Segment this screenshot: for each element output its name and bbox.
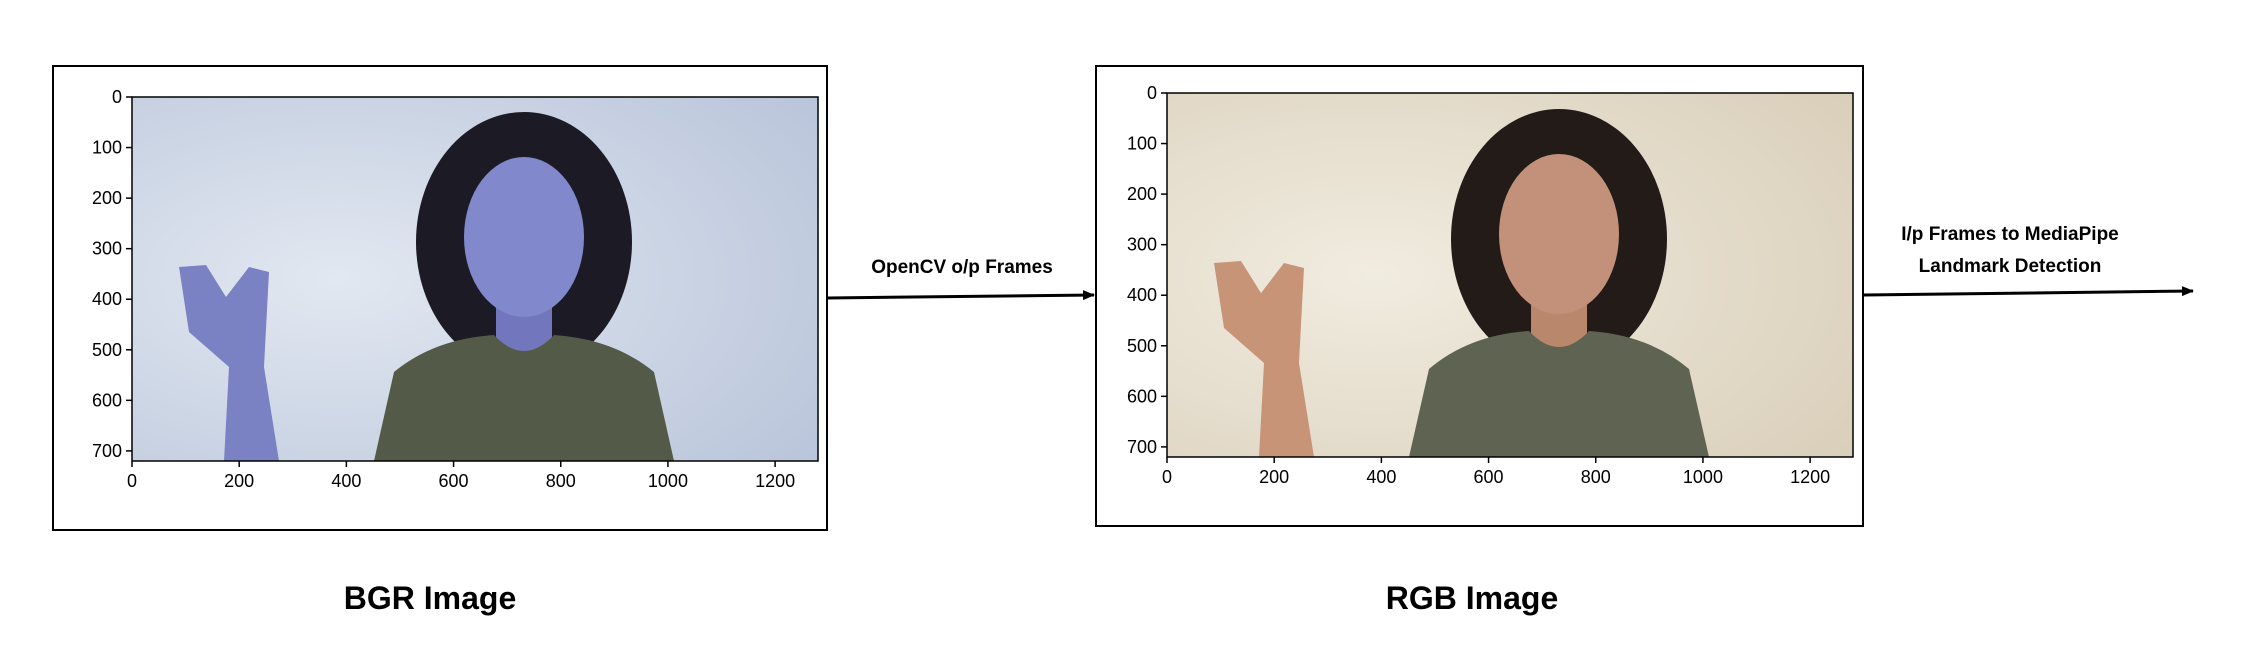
bgr-y-tick-label: 200 xyxy=(92,188,122,208)
rgb-y-tick-label: 100 xyxy=(1127,134,1157,154)
rgb-y-tick-label: 500 xyxy=(1127,336,1157,356)
bgr-axes-frame xyxy=(131,96,819,462)
bgr-photo xyxy=(132,97,818,461)
opencv-output-label: OpenCV o/p Frames xyxy=(871,257,1053,278)
bgr-x-tick-label: 400 xyxy=(331,471,361,491)
rgb-axes: 0 200 400 600 800 1000 1200 0 100 200 300 400 500 600… xyxy=(1127,83,1854,487)
bgr-x-tick-label: 1000 xyxy=(648,471,688,491)
rgb-y-tick-label: 400 xyxy=(1127,285,1157,305)
rgb-x-tick-label: 1200 xyxy=(1790,467,1830,487)
rgb-axes-frame xyxy=(1166,92,1854,458)
mediapipe-label-line1: I/p Frames to MediaPipe xyxy=(1901,224,2119,245)
bgr-y-tick-label: 100 xyxy=(92,138,122,158)
bgr-y-tick-label: 600 xyxy=(92,390,122,410)
mediapipe-input-label: I/p Frames to MediaPipe Landmark Detecti… xyxy=(1870,219,2150,283)
rgb-y-tick-label: 0 xyxy=(1147,83,1157,103)
rgb-y-tick-label: 200 xyxy=(1127,184,1157,204)
bgr-x-tick-label: 0 xyxy=(127,471,137,491)
rgb-image-panel: 0 200 400 600 800 1000 1200 0 100 200 300 400 500 600… xyxy=(1095,65,1864,527)
rgb-image-caption: RGB Image xyxy=(1385,580,1559,616)
bgr-y-tick-label: 300 xyxy=(92,239,122,259)
bgr-plot: 0 200 400 600 800 1000 1200 0 100 200 300 400 500 600… xyxy=(92,87,819,491)
mediapipe-label-line2: Landmark Detection xyxy=(1918,256,2102,277)
bgr-x-tick-label: 600 xyxy=(439,471,469,491)
bgr-x-tick-label: 1200 xyxy=(755,471,795,491)
rgb-y-tick-label: 600 xyxy=(1127,386,1157,406)
bgr-y-tick-label: 700 xyxy=(92,441,122,461)
rgb-x-tick-label: 400 xyxy=(1366,467,1396,487)
rgb-y-tick-label: 300 xyxy=(1127,235,1157,255)
bgr-y-tick-label: 400 xyxy=(92,289,122,309)
rgb-x-tick-label: 600 xyxy=(1474,467,1504,487)
bgr-y-tick-label: 0 xyxy=(112,87,122,107)
rgb-photo xyxy=(1167,93,1853,457)
rgb-x-tick-label: 1000 xyxy=(1683,467,1723,487)
rgb-plot: 0 200 400 600 800 1000 1200 0 100 200 300 400 500 600… xyxy=(1127,83,1854,487)
mediapipe-arrow xyxy=(1863,286,2194,297)
rgb-x-tick-label: 0 xyxy=(1162,467,1172,487)
bgr-x-tick-label: 800 xyxy=(546,471,576,491)
bgr-x-tick-label: 200 xyxy=(224,471,254,491)
bgr-y-tick-label: 500 xyxy=(92,340,122,360)
rgb-y-tick-label: 700 xyxy=(1127,437,1157,457)
bgr-image-caption: BGR Image xyxy=(343,580,517,616)
rgb-x-tick-label: 200 xyxy=(1259,467,1289,487)
opencv-arrow xyxy=(827,290,1095,301)
bgr-axes: 0 200 400 600 800 1000 1200 0 100 200 300 400 500 600… xyxy=(92,87,819,491)
bgr-image-panel: 0 200 400 600 800 1000 1200 0 100 200 300 400 500 600… xyxy=(52,65,828,531)
rgb-x-tick-label: 800 xyxy=(1581,467,1611,487)
